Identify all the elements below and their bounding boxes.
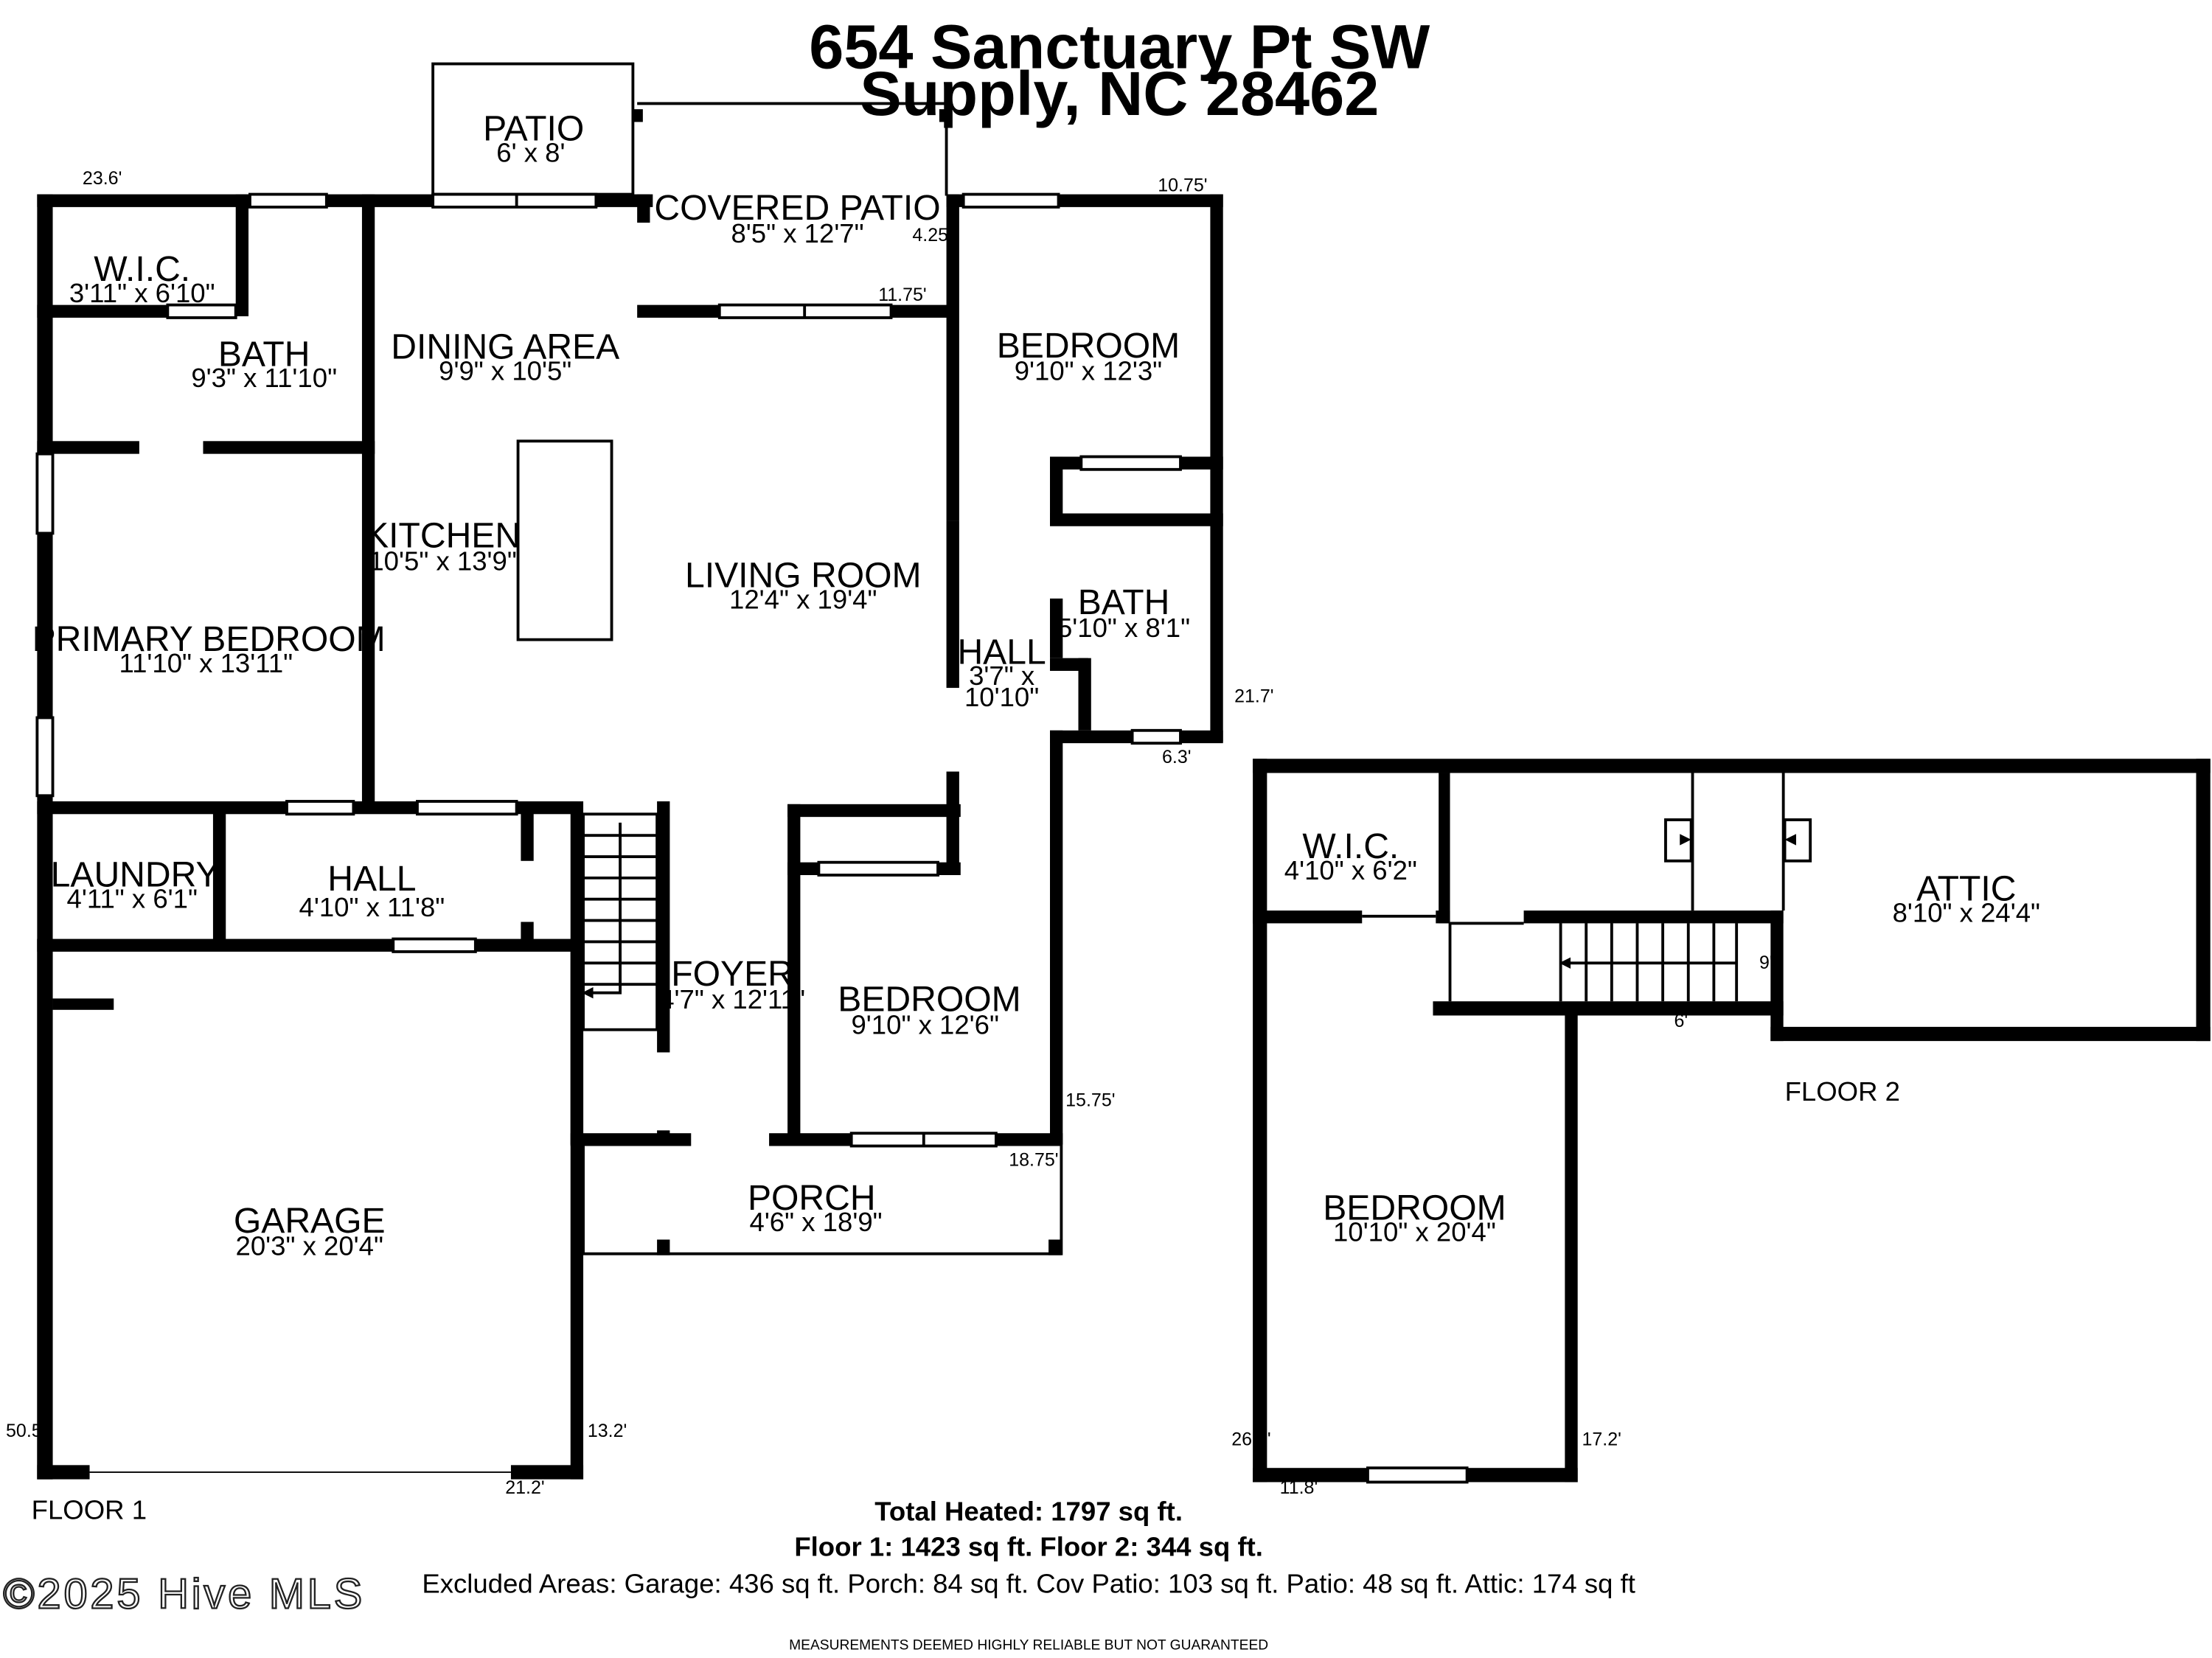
dining-label: DINING AREA <box>391 327 619 367</box>
living-room-dims: 12'4" x 19'4" <box>729 584 877 614</box>
edge-dim: 15.75' <box>1065 1090 1115 1111</box>
edge-dim: 23.6' <box>83 168 122 189</box>
door <box>166 303 237 319</box>
garage-label: GARAGE <box>234 1201 386 1241</box>
floor-areas: Floor 1: 1423 sq ft. Floor 2: 344 sq ft. <box>794 1531 1263 1561</box>
patio-label: PATIO <box>483 108 584 148</box>
edge-dim: 21.2' <box>505 1477 544 1498</box>
porch-label: PORCH <box>748 1178 876 1218</box>
covered-patio-dims: 8'5" x 12'7" <box>731 218 863 248</box>
address-line-1: 654 Sanctuary Pt SW <box>809 11 1430 81</box>
laundry-dims: 4'11" x 6'1" <box>67 883 198 913</box>
window <box>961 192 1060 209</box>
porch-dims: 4'6" x 18'9" <box>750 1207 883 1237</box>
window <box>1366 1466 1469 1484</box>
primary-bedroom-dims: 11'10" x 13'11" <box>119 648 293 678</box>
window <box>35 716 55 798</box>
window <box>285 800 355 816</box>
attic-dims: 8'10" x 24'4" <box>1893 898 2040 928</box>
total-heated: Total Heated: 1797 sq ft. <box>874 1496 1183 1526</box>
door <box>392 937 477 953</box>
bedroom-2-dims: 10'10" x 20'4" <box>1333 1216 1496 1247</box>
hall-w-label: HALL <box>327 859 416 899</box>
foyer-label: FOYER <box>671 954 793 994</box>
excluded-areas: Excluded Areas: Garage: 436 sq ft. Porch… <box>422 1569 1635 1599</box>
garage-dims: 20'3" x 20'4" <box>236 1231 383 1261</box>
hall-e-dims-1: 3'7" x <box>969 661 1034 691</box>
hall-e-dims-2: 10'10" <box>964 682 1039 712</box>
bath-primary-dims: 9'3" x 11'10" <box>191 363 337 393</box>
edge-dim: 50.5' <box>6 1421 45 1441</box>
edge-dim: 4.25' <box>912 225 951 245</box>
floor-2-plan <box>1253 759 2211 1484</box>
covered-patio-label: COVERED PATIO <box>654 188 940 228</box>
window <box>248 192 328 209</box>
edge-dim: 11.75' <box>878 285 926 305</box>
wic-2-label: W.I.C. <box>1302 826 1399 866</box>
floor-2-label: FLOOR 2 <box>1785 1076 1900 1107</box>
window <box>431 192 598 209</box>
kitchen-dims: 10'5" x 13'9" <box>369 546 516 576</box>
address-line-2: Supply, NC 28462 <box>860 58 1379 128</box>
window <box>35 452 55 535</box>
bedroom-se-label: BEDROOM <box>838 980 1020 1020</box>
bedroom-ne-dims: 9'10" x 12'3" <box>1015 356 1162 386</box>
edge-dim: 9' <box>1759 952 1773 973</box>
dining-dims: 9'9" x 10'5" <box>439 356 571 386</box>
edge-dim: 6.3' <box>1162 747 1192 767</box>
hall-e-label: HALL <box>957 632 1046 672</box>
window <box>416 800 518 816</box>
edge-dim: 21.7' <box>1234 686 1273 706</box>
window <box>1079 455 1182 471</box>
hall-w-dims: 4'10" x 11'8" <box>299 892 445 922</box>
primary-bedroom-label: PRIMARY BEDROOM <box>32 619 386 659</box>
bath-e-label: BATH <box>1078 582 1170 622</box>
bedroom-se-dims: 9'10" x 12'6" <box>851 1009 998 1039</box>
foyer-dims: 4'7" x 12'11" <box>659 984 805 1014</box>
wic-2-dims: 4'10" x 6'2" <box>1284 855 1417 885</box>
window <box>1130 728 1182 745</box>
attic-label: ATTIC <box>1916 869 2016 909</box>
bedroom-ne-label: BEDROOM <box>997 326 1180 366</box>
living-room-label: LIVING ROOM <box>685 555 922 595</box>
edge-dim: 26.6' <box>1231 1429 1270 1449</box>
wic-dims: 3'11" x 6'10" <box>69 278 215 308</box>
staircase <box>582 812 659 1031</box>
floor-1-plan <box>35 62 1223 1480</box>
edge-dim: 6' <box>1674 1011 1688 1031</box>
staircase <box>1448 923 1739 1002</box>
edge-dim: 13.2' <box>588 1421 627 1441</box>
bedroom-2-label: BEDROOM <box>1323 1188 1506 1228</box>
patio-dims: 6' x 8' <box>496 137 565 167</box>
wic-label: W.I.C. <box>94 249 190 289</box>
covered-patio-outline <box>637 102 948 196</box>
laundry-label: LAUNDRY <box>51 854 220 894</box>
disclaimer: MEASUREMENTS DEEMED HIGHLY RELIABLE BUT … <box>789 1637 1268 1653</box>
edge-dim: 17.2' <box>1582 1429 1621 1449</box>
kitchen-label: KITCHEN <box>365 516 521 556</box>
copyright-watermark: ©2025 Hive MLS <box>3 1571 365 1618</box>
bath-primary-label: BATH <box>218 334 310 374</box>
edge-dim: 18.75' <box>1009 1149 1058 1170</box>
floor-1-label: FLOOR 1 <box>32 1494 147 1525</box>
window <box>817 860 939 877</box>
edge-dim: 11.8' <box>1280 1477 1318 1498</box>
bath-e-dims: 5'10" x 8'1" <box>1057 613 1190 643</box>
kitchen-island <box>516 439 613 641</box>
edge-dim: 10.75' <box>1158 175 1207 196</box>
